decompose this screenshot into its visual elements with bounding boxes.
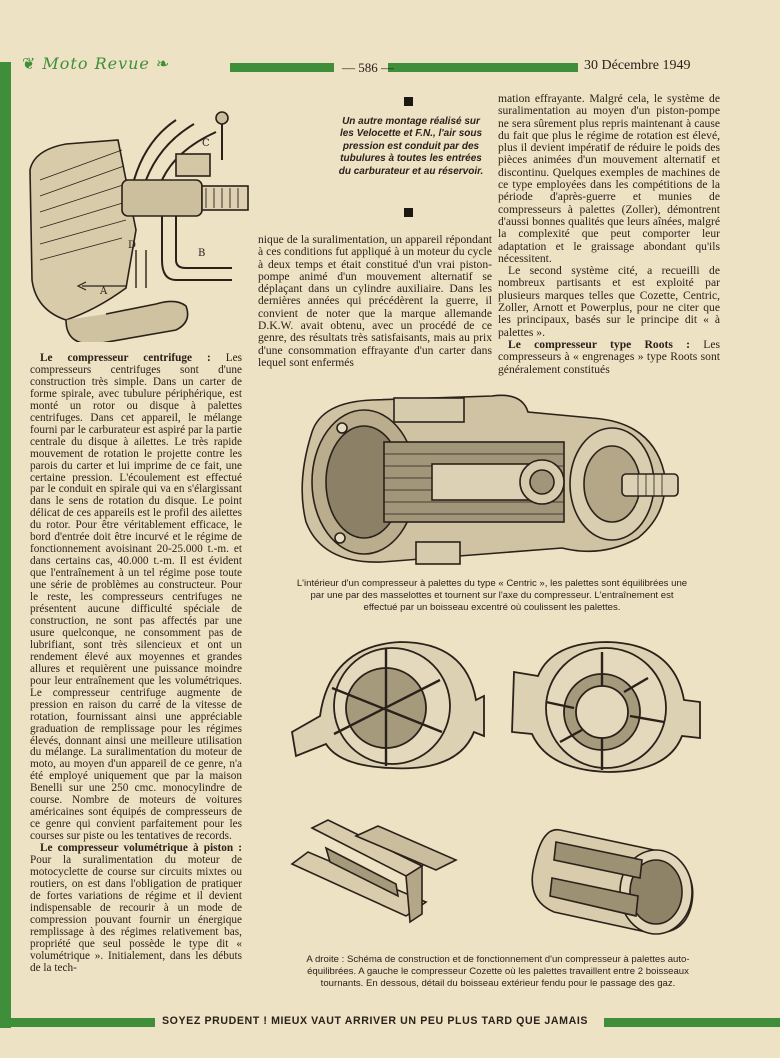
roots-heading: Le compresseur type Roots : <box>508 337 691 351</box>
left-margin-bar <box>0 62 11 1028</box>
vane-compressor-section-diagram <box>511 641 701 773</box>
right-paragraph-2: Le second système cité, a recueilli de n… <box>498 264 720 339</box>
roots-text: Les compresseurs à « engrenages » type R… <box>498 337 721 376</box>
middle-column: nique de la suralimentation, un appareil… <box>258 233 492 369</box>
figure-label-d: D <box>128 240 136 251</box>
piston-text: Pour la suralimentation du moteur de mot… <box>30 854 242 974</box>
centrifuge-text: Les compresseurs centrifuges sont d'une … <box>30 352 242 843</box>
centric-compressor-illustration <box>301 394 679 565</box>
issue-date: 30 Décembre 1949 <box>584 58 691 73</box>
header-bar-right <box>388 63 578 72</box>
vane-plates-illustration <box>290 819 458 924</box>
header-bar-left <box>230 63 334 72</box>
figure-label-c: C <box>202 138 210 149</box>
footer-bar-right <box>604 1018 780 1027</box>
left-paragraph-1: Le compresseur centrifuge : Les compress… <box>30 352 242 843</box>
cozette-section-diagram <box>291 641 485 770</box>
right-column: mation effrayante. Malgré cela, le systè… <box>498 92 721 376</box>
figure-label-a: A <box>99 286 108 297</box>
caption-marker-top <box>404 97 413 106</box>
footer-slogan: SOYEZ PRUDENT ! MIEUX VAUT ARRIVER UN PE… <box>162 1015 589 1027</box>
logo-text: Moto Revue <box>42 54 150 73</box>
figure-label-b: B <box>198 248 205 259</box>
caption-velocette: Un autre montage réalisé sur les Velocet… <box>338 116 484 177</box>
caption-marker-bottom <box>404 208 413 217</box>
right-paragraph-3: Le compresseur type Roots : Les compress… <box>498 337 721 376</box>
right-paragraph-1: mation effrayante. Malgré cela, le systè… <box>498 92 720 265</box>
footer-bar-left <box>0 1018 155 1027</box>
middle-paragraph: nique de la suralimentation, un appareil… <box>258 233 492 369</box>
left-column: Le compresseur centrifuge : Les compress… <box>30 352 242 975</box>
carburettor-illustration: A B C D <box>29 111 249 342</box>
slotted-barrel-illustration <box>531 828 694 935</box>
page-number: — 586 — <box>342 60 394 75</box>
magazine-logo: ❦ Moto Revue ❧ <box>22 54 176 73</box>
centrifuge-heading: Le compresseur centrifuge : <box>40 352 211 364</box>
leaf-sprig-icon-right: ❧ <box>155 54 171 73</box>
caption-vane-diagrams: A droite : Schéma de construction et de … <box>306 954 690 990</box>
left-paragraph-2: Le compresseur volumétrique à piston : P… <box>30 842 242 974</box>
caption-centric: L'intérieur d'un compresseur à palettes … <box>296 578 688 614</box>
piston-heading: Le compresseur volumétrique à piston : <box>40 842 242 855</box>
leaf-sprig-icon: ❦ <box>22 54 37 73</box>
